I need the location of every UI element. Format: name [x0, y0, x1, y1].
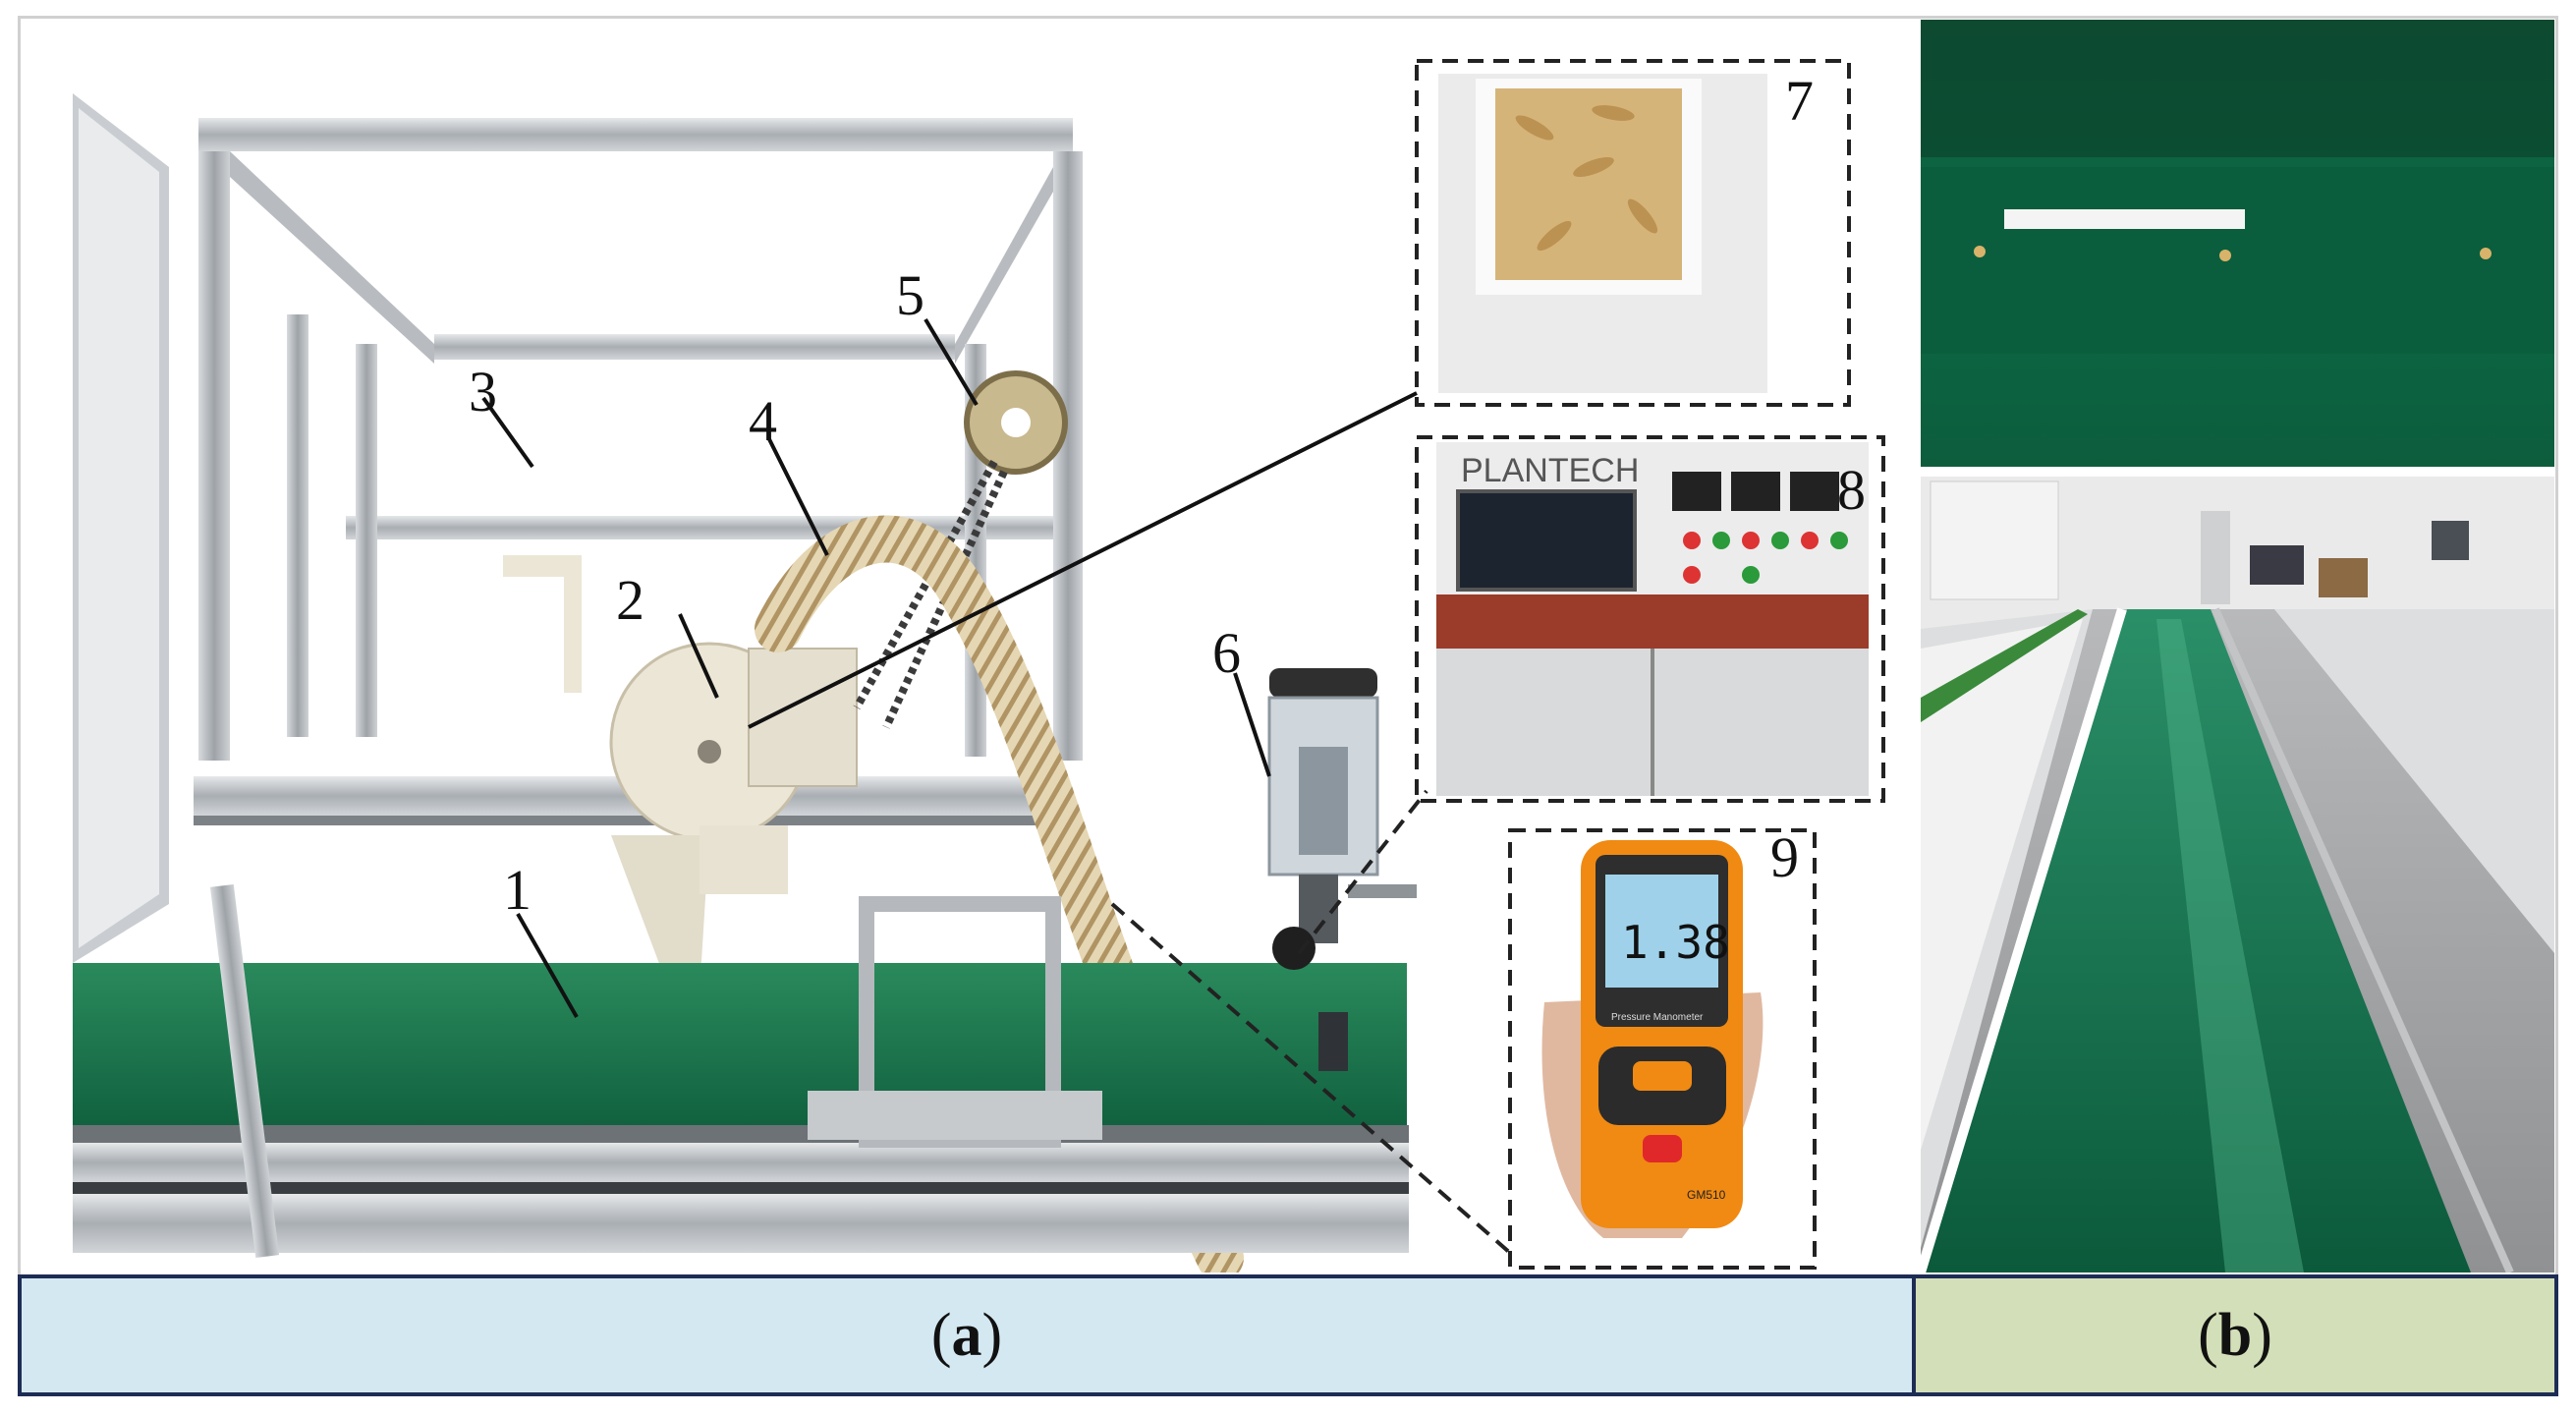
panel-b-photos	[1921, 20, 2554, 1273]
label-9: 9	[1770, 825, 1799, 889]
meter-model: GM510	[1687, 1188, 1726, 1202]
inset-pressure-meter: 1.38 Pressure Manometer GM510	[1508, 828, 1817, 1270]
belt-corridor-photo	[1921, 477, 2554, 1273]
label-2: 2	[616, 568, 644, 632]
seed-metering-device	[503, 555, 858, 992]
label-8: 8	[1837, 458, 1866, 522]
component-labels: 1 2 3 4 5 6 7 8 9	[469, 69, 1866, 922]
inset-control-panel: PLANTECH	[1415, 435, 1885, 803]
callout-connectors	[1110, 789, 1512, 1255]
leader-lines	[481, 317, 1418, 1018]
control-panel-brand: PLANTECH	[1461, 452, 1639, 489]
caption-b-cell: (b)	[1916, 1278, 2554, 1392]
frame-support	[808, 896, 1102, 1148]
caption-b: (b)	[2198, 1301, 2272, 1369]
panel-a-photo: PLANTECH 1.38 Pressure Manometer GM510 1…	[22, 20, 1918, 1273]
caption-a-letter: a	[951, 1301, 982, 1369]
label-5: 5	[896, 263, 924, 327]
belt-closeup-photo	[1921, 20, 2554, 467]
label-6: 6	[1212, 621, 1241, 685]
label-4: 4	[749, 389, 777, 453]
caption-b-letter: b	[2217, 1301, 2253, 1369]
meter-caption: Pressure Manometer	[1611, 1012, 1704, 1023]
caption-bar: (a) (b)	[18, 1274, 2558, 1396]
aluminum-frame	[194, 118, 1083, 825]
caption-a-cell: (a)	[22, 1278, 1916, 1392]
label-3: 3	[469, 360, 497, 424]
label-7: 7	[1785, 69, 1814, 133]
label-1: 1	[503, 858, 532, 922]
inset-seed-box	[1415, 59, 1851, 407]
meter-display-value: 1.38	[1621, 916, 1730, 969]
air-pressure-vessel	[1267, 668, 1417, 1071]
side-panel	[73, 93, 169, 963]
caption-a: (a)	[930, 1301, 1003, 1369]
